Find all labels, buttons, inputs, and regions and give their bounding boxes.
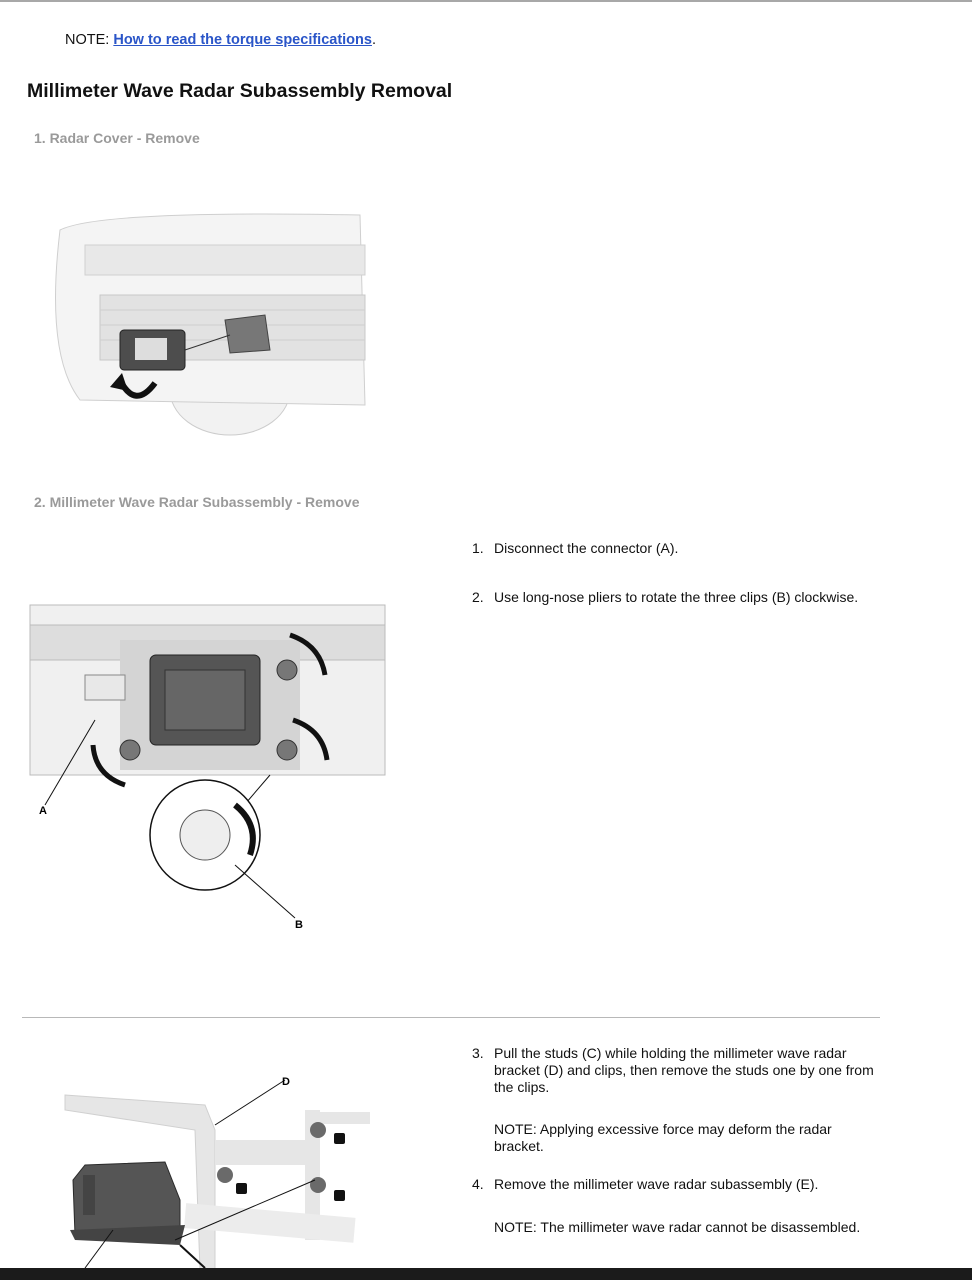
section-radar-subassembly: 2. Millimeter Wave Radar Subassembly - R… — [34, 494, 360, 510]
step-number: 3. — [472, 1045, 484, 1061]
step-note: NOTE: The millimeter wave radar cannot b… — [494, 1219, 861, 1235]
label-a: A — [39, 805, 47, 817]
step-text: Use long-nose pliers to rotate the three… — [494, 589, 859, 605]
page-title: Millimeter Wave Radar Subassembly Remova… — [27, 80, 453, 102]
radar-cover-illustration — [55, 213, 366, 436]
section-divider — [22, 1017, 880, 1018]
step-text: Remove the millimeter wave radar subasse… — [494, 1176, 819, 1192]
section-radar-cover: 1. Radar Cover - Remove — [34, 130, 200, 146]
torque-spec-link[interactable]: How to read the torque specifications — [113, 32, 372, 48]
bracket-studs-illustration: D — [64, 1076, 370, 1268]
step-number: 1. — [472, 540, 484, 556]
step-text: Disconnect the connector (A). — [494, 540, 679, 556]
top-border — [0, 0, 972, 2]
connector-clips-illustration: A B — [29, 604, 386, 931]
step-text: Pull the studs (C) while holding the mil… — [494, 1045, 874, 1095]
torque-note: NOTE: How to read the torque specificati… — [65, 32, 376, 48]
bottom-bar — [0, 1268, 972, 1280]
note-suffix: . — [371, 32, 376, 48]
note-prefix: NOTE: — [65, 32, 114, 48]
label-b: B — [295, 919, 303, 931]
step-note: NOTE: Applying excessive force may defor… — [494, 1121, 832, 1154]
step-number: 4. — [472, 1176, 484, 1192]
label-d: D — [282, 1076, 290, 1088]
step-number: 2. — [472, 589, 484, 605]
